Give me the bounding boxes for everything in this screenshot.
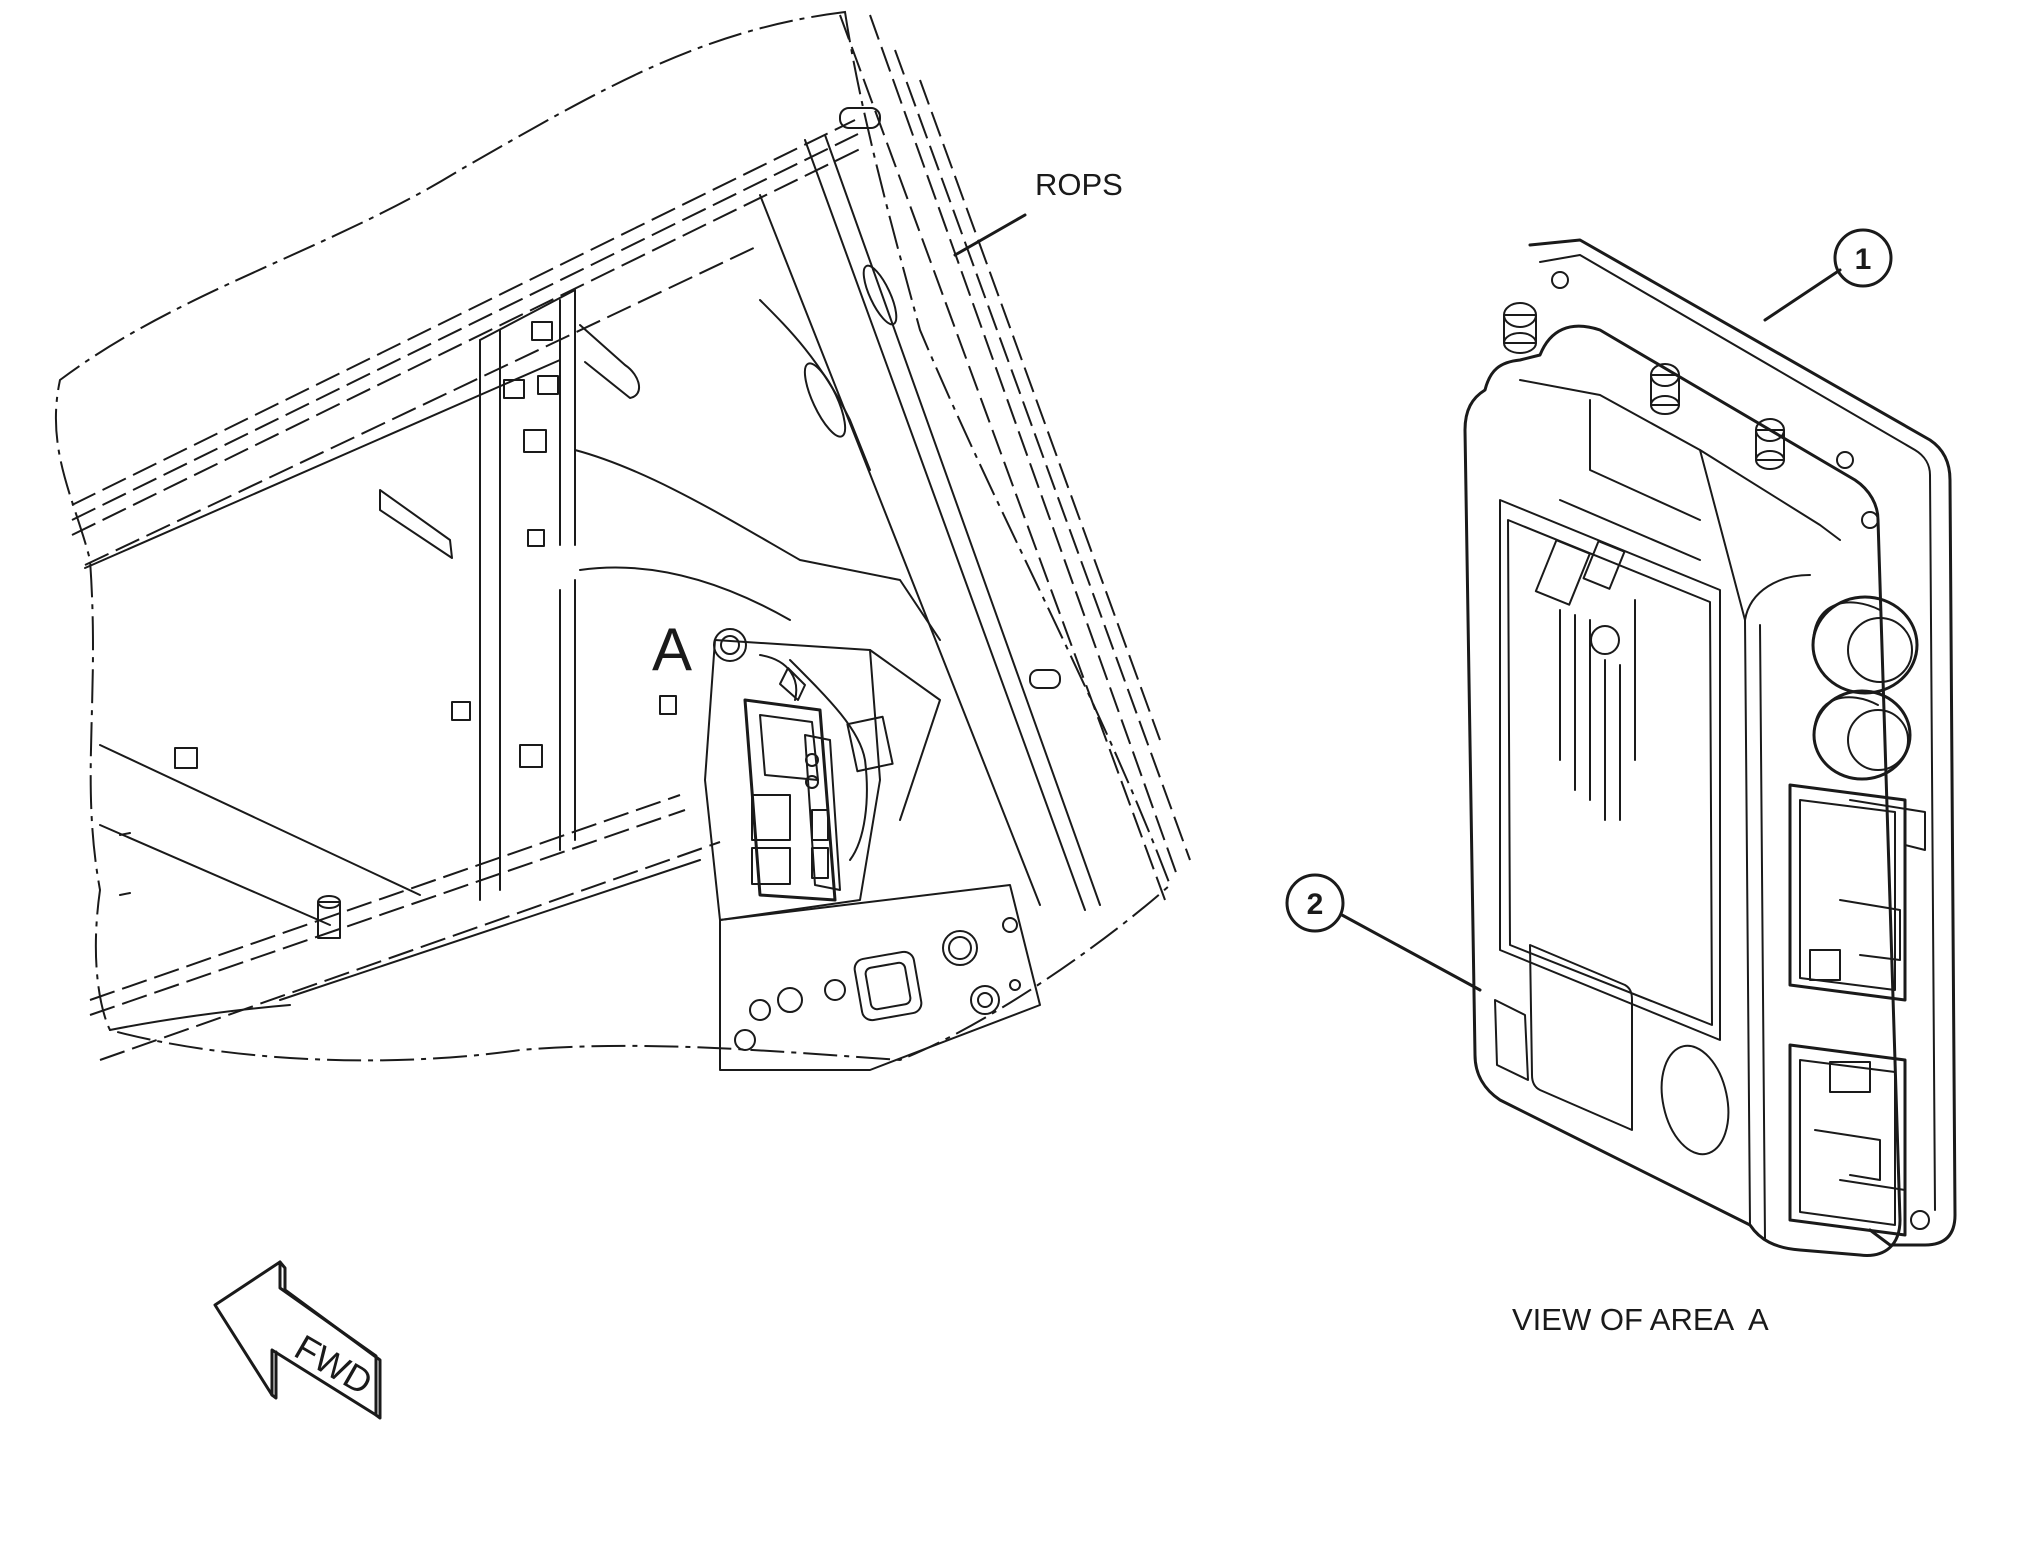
round-connectors (1811, 595, 1919, 781)
callout-1: 1 (1763, 228, 1893, 322)
rect-connector-lower (1788, 1043, 1907, 1237)
ecm-housing (1463, 324, 1902, 1257)
rops-leader (953, 213, 1027, 257)
ecm-detail-view (1463, 238, 1957, 1257)
flange-bolts (1503, 271, 1930, 1230)
ecm-mount-plate (704, 628, 941, 921)
inner-panels (574, 107, 1061, 689)
ecm-lower-panels (1494, 944, 1730, 1156)
rops-post (759, 14, 1191, 911)
fwd-arrow: FWD (213, 1260, 382, 1420)
rect-connector-upper (1788, 783, 1926, 1002)
floor-panel (89, 744, 721, 1061)
rops-label: ROPS (1035, 167, 1123, 202)
view-title: VIEW OF AREA A (1512, 1302, 1769, 1337)
harness (759, 654, 894, 861)
breakaway-boundary (54, 10, 1172, 1062)
svg-text:2: 2 (1307, 888, 1324, 921)
ecm-label-plate (1499, 499, 1721, 1041)
cab-ecm (743, 698, 841, 902)
lower-instrument-panel (719, 884, 1041, 1071)
fwd-label: FWD (288, 1326, 379, 1402)
mounting-channel (479, 289, 576, 901)
channel-brackets (174, 321, 677, 769)
cab-interior-view (54, 10, 1191, 1071)
ecm-flange (1528, 238, 1957, 1247)
svg-text:1: 1 (1855, 243, 1872, 276)
area-a-label: A (652, 616, 692, 683)
roof-rail (71, 119, 863, 569)
callout-2: 2 (1285, 873, 1482, 992)
